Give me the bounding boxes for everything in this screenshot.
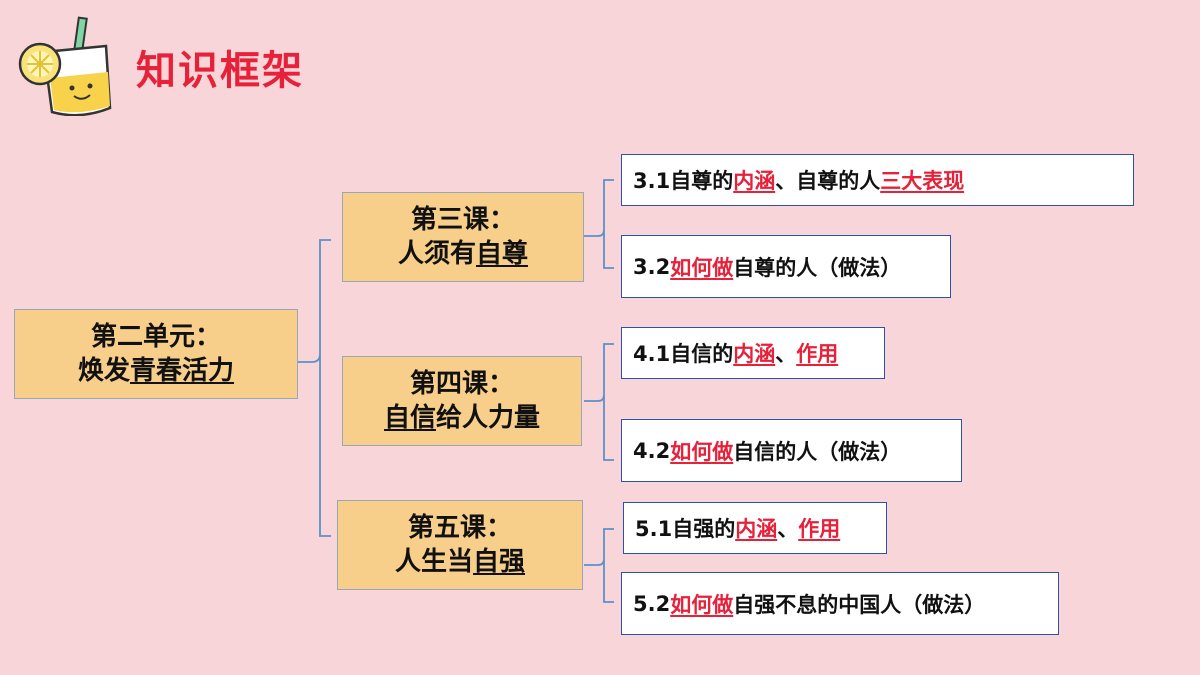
lesson-box-5: 第五课： 人生当自强 bbox=[337, 500, 583, 590]
item-text: 5.1自强的 bbox=[635, 517, 736, 541]
unit-subtitle: 焕发青春活力 bbox=[78, 354, 234, 388]
item-text: 自信的人（做法） bbox=[733, 439, 902, 464]
lesson-subtitle: 自信给人力量 bbox=[384, 401, 540, 435]
item-3-1: 3.1自尊的内涵、自尊的人三大表现 bbox=[621, 154, 1134, 206]
item-text: 5.2 bbox=[633, 591, 671, 616]
item-highlight: 三大表现 bbox=[880, 169, 965, 193]
item-highlight: 内涵 bbox=[733, 342, 776, 366]
item-highlight: 如何做 bbox=[670, 592, 734, 617]
item-5-1: 5.1自强的内涵、作用 bbox=[623, 502, 887, 554]
item-highlight: 如何做 bbox=[670, 439, 734, 464]
item-text: 、自尊的人 bbox=[775, 169, 881, 193]
lesson-title: 第三课： bbox=[410, 205, 515, 235]
lesson5-bracket bbox=[584, 528, 614, 603]
unit-box: 第二单元： 焕发青春活力 bbox=[14, 309, 298, 399]
unit-subtitle-b: 青春 bbox=[129, 356, 182, 386]
lesson-box-4: 第四课： 自信给人力量 bbox=[342, 356, 582, 446]
item-text: 3.1自尊的 bbox=[633, 169, 734, 193]
lesson-subtitle-b: 自强 bbox=[473, 547, 526, 577]
item-highlight: 内涵 bbox=[733, 169, 776, 193]
lesson4-bracket bbox=[584, 343, 614, 461]
item-highlight: 内涵 bbox=[735, 517, 778, 541]
item-text: 自尊的人（做法） bbox=[733, 255, 902, 280]
lesson-title: 第五课： bbox=[407, 513, 512, 543]
item-highlight: 作用 bbox=[796, 342, 839, 366]
lesson-subtitle-b: 自信 bbox=[383, 403, 436, 433]
unit-title: 第二单元： bbox=[90, 322, 221, 352]
item-text: 4.2 bbox=[633, 438, 671, 463]
item-text: 、 bbox=[775, 342, 797, 366]
lesson-subtitle-b: 自尊 bbox=[476, 239, 529, 269]
item-text: 3.2 bbox=[633, 254, 671, 279]
item-highlight: 如何做 bbox=[670, 255, 734, 280]
page-title: 知识框架 bbox=[136, 48, 304, 94]
lesson-subtitle: 人生当自强 bbox=[395, 545, 525, 579]
lesson-subtitle-a: 人生当 bbox=[394, 547, 473, 577]
item-highlight: 作用 bbox=[798, 517, 841, 541]
lesson-box-3: 第三课： 人须有自尊 bbox=[342, 192, 584, 282]
unit-subtitle-c: 活力 bbox=[182, 356, 235, 386]
lesson-title: 第四课： bbox=[409, 369, 514, 399]
lesson-subtitle-c: 给人力量 bbox=[436, 403, 541, 433]
item-text: 4.1自信的 bbox=[633, 342, 734, 366]
item-4-1: 4.1自信的内涵、作用 bbox=[621, 327, 885, 379]
lemon-drink-icon bbox=[18, 16, 112, 116]
item-text: 、 bbox=[777, 517, 799, 541]
unit-bracket bbox=[298, 239, 331, 537]
item-text: 自强不息的中国人（做法） bbox=[733, 592, 986, 617]
unit-subtitle-a: 焕发 bbox=[77, 356, 130, 386]
lesson-subtitle: 人须有自尊 bbox=[398, 237, 528, 271]
lesson-subtitle-a: 人须有 bbox=[397, 239, 476, 269]
lesson3-bracket bbox=[584, 179, 614, 269]
